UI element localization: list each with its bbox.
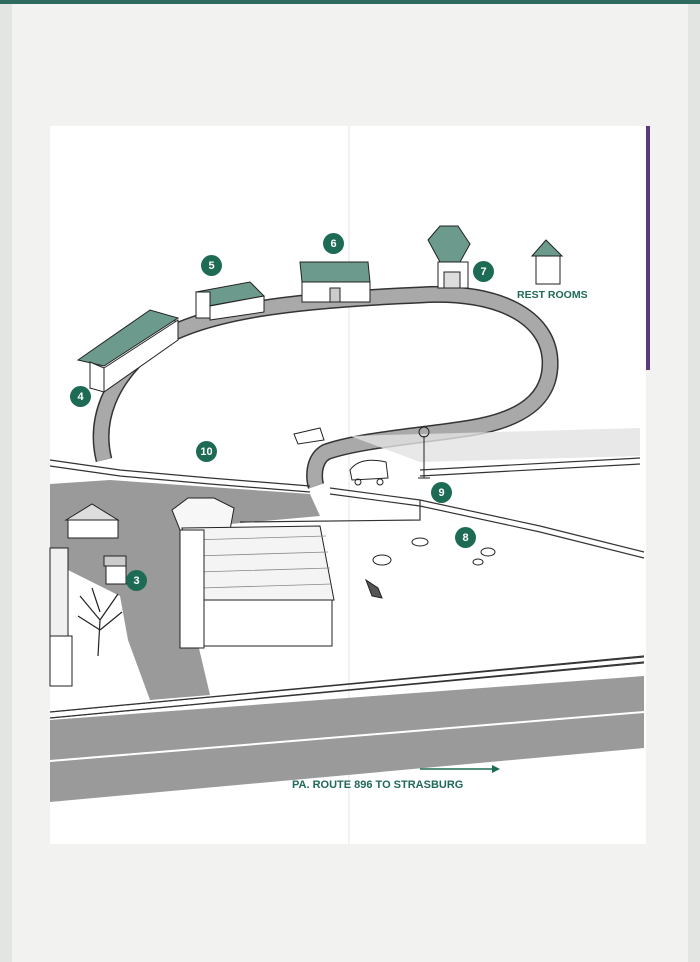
stop-marker-5[interactable]: 5 xyxy=(201,255,222,276)
windmill xyxy=(418,426,430,479)
partial-house-left xyxy=(49,547,73,687)
rest-rooms-label: REST ROOMS xyxy=(517,289,588,301)
building-6 xyxy=(299,261,371,303)
animals xyxy=(364,537,496,599)
main-barn xyxy=(171,497,335,649)
stop-marker-8[interactable]: 8 xyxy=(455,527,476,548)
road-label: PA. ROUTE 896 TO STRASBURG xyxy=(292,779,464,791)
fences xyxy=(49,457,645,719)
building-4 xyxy=(76,309,180,393)
stop-marker-6[interactable]: 6 xyxy=(323,233,344,254)
bare-tree xyxy=(77,587,123,657)
building-7 xyxy=(427,225,471,289)
stop-marker-3[interactable]: 3 xyxy=(126,570,147,591)
covered-wagon xyxy=(349,459,389,486)
small-building-left xyxy=(64,503,120,539)
edge-accent xyxy=(646,126,650,370)
stop-marker-4[interactable]: 4 xyxy=(70,386,91,407)
stop-marker-10[interactable]: 10 xyxy=(196,441,217,462)
building-5 xyxy=(195,281,266,321)
stop-marker-7[interactable]: 7 xyxy=(473,261,494,282)
building-3 xyxy=(103,555,127,585)
stop-marker-9[interactable]: 9 xyxy=(431,482,452,503)
rest-rooms-building xyxy=(530,239,564,285)
hay-cart xyxy=(293,427,325,445)
